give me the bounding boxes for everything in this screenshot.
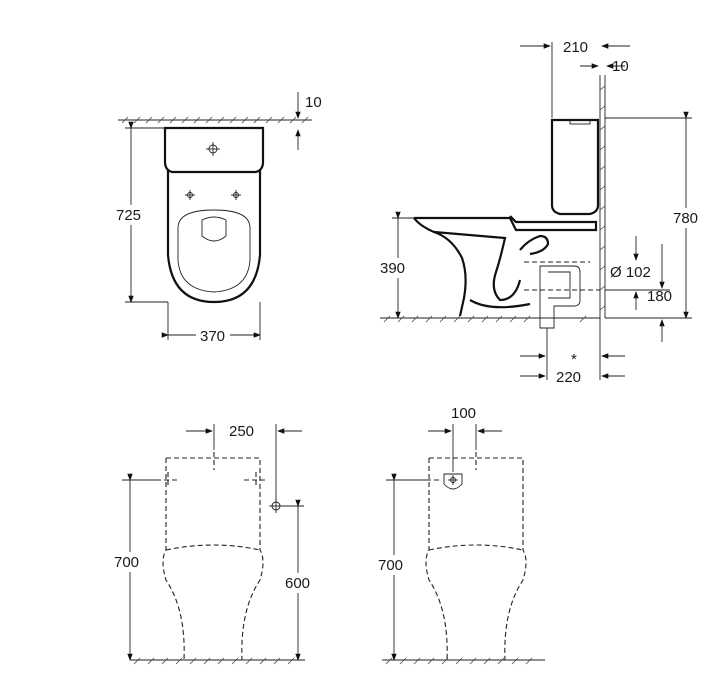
side-view-tank-depth-label: 210 [563, 39, 588, 56]
front-left-inlet-height-label: 600 [285, 575, 310, 592]
front-view-right: 100 700 [376, 405, 545, 665]
top-view-depth-label: 725 [116, 207, 141, 224]
top-view: 725 370 10 [110, 92, 322, 345]
front-view-left: 250 700 600 [112, 423, 319, 665]
side-view-footnote-mark: * [571, 351, 577, 368]
side-view: 210 10 780 390 Ø 102 180 * 220 [379, 39, 706, 386]
side-view-outlet-height-label: 180 [647, 288, 672, 305]
top-view-width-label: 370 [200, 328, 225, 345]
front-left-height-label: 700 [114, 554, 139, 571]
front-left-inlet-offset-label: 250 [229, 423, 254, 440]
side-view-seat-height-label: 390 [380, 260, 405, 277]
side-view-outlet-distance-label: 220 [556, 369, 581, 386]
side-view-height-label: 780 [673, 210, 698, 227]
side-view-wall-gap-label: 10 [612, 58, 629, 75]
front-right-height-label: 700 [378, 557, 403, 574]
top-view-wall-gap-label: 10 [305, 94, 322, 111]
front-right-inlet-offset-label: 100 [451, 405, 476, 422]
side-view-outlet-diameter-label: Ø 102 [610, 264, 651, 281]
